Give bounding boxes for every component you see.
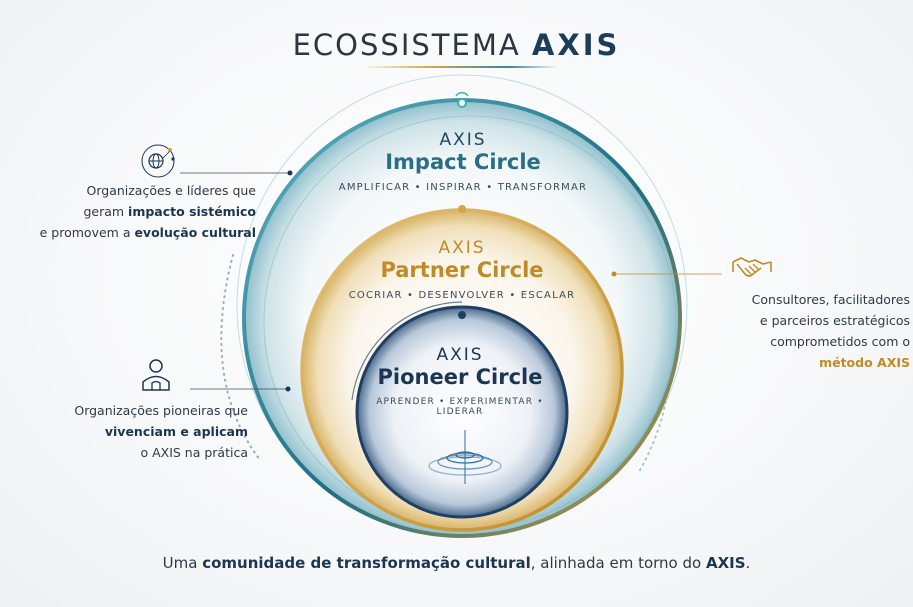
dotted-arc-left (220, 254, 261, 461)
partner-circle-label: AXIS Partner Circle COCRIAR • DESENVOLVE… (322, 238, 602, 301)
pioneer-name: Pioneer Circle (377, 365, 543, 389)
footer-pre: Uma (162, 554, 203, 572)
footer-post: . (745, 554, 751, 572)
partner-annotation-gold: método AXIS (819, 355, 910, 370)
pioneer-annotation-line2: vivenciam e aplicam (0, 421, 248, 442)
impact-annotation-line2-pre: geram (83, 204, 129, 219)
partner-axis: AXIS (438, 238, 486, 258)
handshake-icon (732, 257, 772, 277)
impact-verbs: AMPLIFICAR • INSPIRAR • TRANSFORMAR (338, 182, 588, 193)
ripple-icon (428, 430, 502, 484)
impact-annotation-line3-bold: evolução cultural (134, 225, 256, 240)
pioneer-arc-accent (351, 301, 463, 401)
person-icon (142, 359, 170, 391)
partner-annotation-line1: Consultores, facilitadores (751, 292, 910, 307)
impact-annotation-line2-bold: impacto sistémico (128, 204, 256, 219)
footer-bold-axis: AXIS (705, 554, 746, 572)
pioneer-annotation-line1: Organizações pioneiras que (74, 403, 248, 418)
pioneer-node (458, 311, 466, 319)
pioneer-circle-label: AXIS Pioneer Circle APRENDER • EXPERIMEN… (352, 345, 568, 417)
pioneer-circle (355, 305, 569, 519)
globe-network-icon (141, 144, 175, 178)
connector-partner-dot (611, 271, 617, 277)
pioneer-axis: AXIS (436, 345, 484, 365)
pioneer-annotation-line3: o AXIS na prática (140, 445, 248, 460)
title-underline (362, 66, 558, 68)
partner-annotation: Consultores, facilitadores e parceiros e… (640, 289, 910, 373)
pioneer-annotation: Organizações pioneiras que vivenciam e a… (0, 400, 248, 463)
impact-circle-label: AXIS Impact Circle AMPLIFICAR • INSPIRAR… (300, 130, 626, 193)
impact-annotation-line3: e promovem a evolução cultural (0, 222, 256, 243)
pioneer-verbs: APRENDER • EXPERIMENTAR • LIDERAR (376, 397, 544, 417)
impact-annotation-line2: geram impacto sistémico (0, 201, 256, 222)
title-bold: AXIS (531, 28, 621, 62)
impact-annotation-line3-pre: e promovem a (39, 225, 135, 240)
partner-verbs: COCRIAR • DESENVOLVER • ESCALAR (348, 290, 576, 301)
connector-pioneer-dot (285, 386, 291, 392)
partner-annotation-line2: e parceiros estratégicos (759, 313, 910, 328)
page-title: ECOSSISTEMA AXIS (0, 28, 913, 62)
partner-annotation-line3: comprometidos com o (770, 334, 910, 349)
connector-impact-dot (287, 170, 293, 176)
partner-name: Partner Circle (380, 258, 544, 282)
impact-annotation-line1: Organizações e líderes que (86, 183, 257, 198)
footer-bold-community: comunidade de transformação cultural (202, 554, 531, 572)
impact-axis: AXIS (439, 130, 487, 150)
impact-annotation: Organizações e líderes que geram impacto… (0, 180, 256, 243)
footer-tagline: Uma comunidade de transformação cultural… (0, 554, 913, 572)
title-light: ECOSSISTEMA (292, 28, 521, 62)
impact-name: Impact Circle (385, 150, 541, 174)
footer-mid: , alinhada em torno do (530, 554, 706, 572)
partner-annotation-line4: método AXIS (640, 352, 910, 373)
partner-node (458, 205, 466, 213)
pioneer-annotation-line2-bold: vivenciam e aplicam (104, 424, 248, 439)
impact-node-arc (455, 91, 469, 97)
impact-node (457, 98, 467, 108)
